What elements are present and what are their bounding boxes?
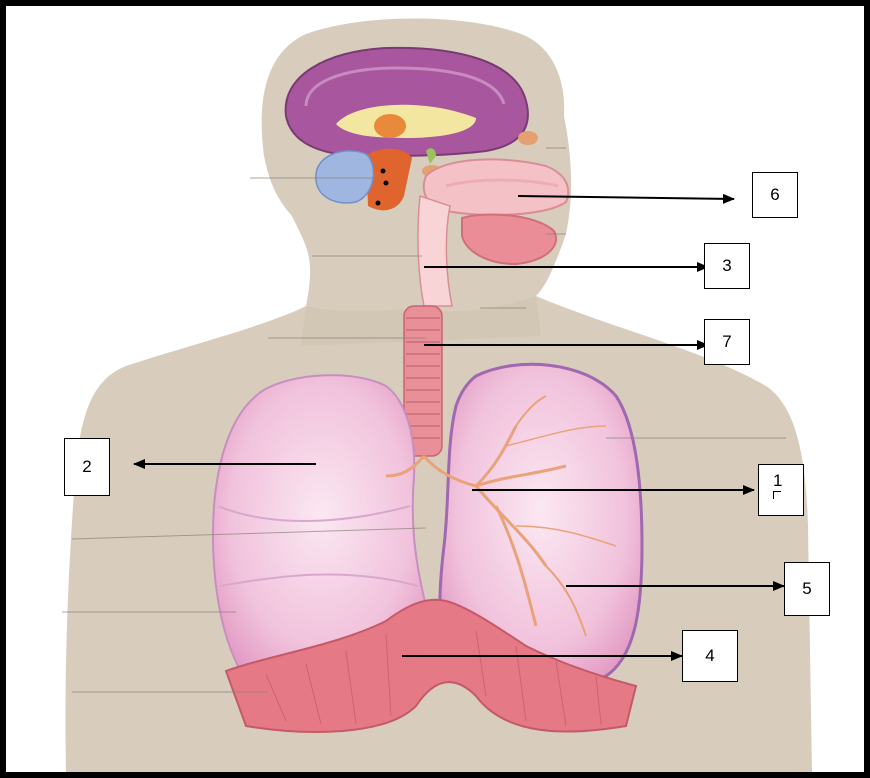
label-box-4[interactable]: 4	[682, 630, 738, 682]
corner-mark	[773, 491, 781, 499]
label-box-7[interactable]: 7	[704, 319, 750, 365]
label-number: 5	[802, 579, 811, 599]
label-box-6[interactable]: 6	[752, 172, 798, 218]
label-number: 1	[773, 471, 782, 491]
label-number: 7	[722, 332, 731, 352]
label-number: 3	[722, 256, 731, 276]
label-box-2[interactable]: 2	[64, 438, 110, 496]
label-number: 2	[82, 457, 91, 477]
label-number: 6	[770, 185, 779, 205]
label-box-5[interactable]: 5	[784, 562, 830, 616]
label-box-1[interactable]: 1	[758, 464, 804, 516]
label-number: 4	[705, 646, 714, 666]
label-box-3[interactable]: 3	[704, 243, 750, 289]
